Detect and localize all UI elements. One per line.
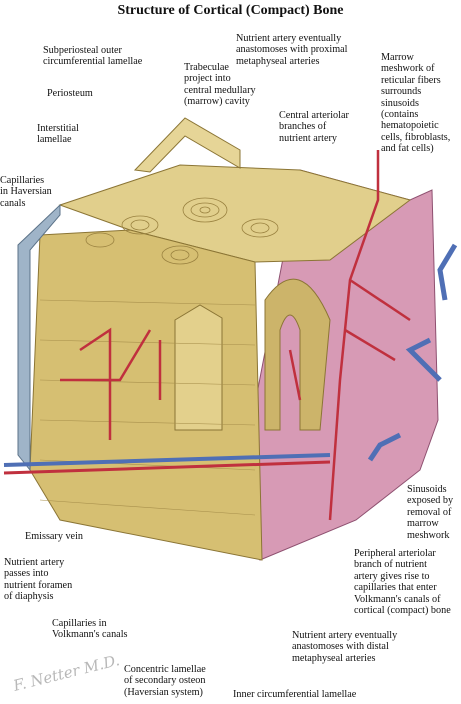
figure-title: Structure of Cortical (Compact) Bone <box>117 3 344 18</box>
periosteum-layer <box>17 203 61 472</box>
trabeculae <box>264 278 331 431</box>
nutrient-vessels <box>3 453 331 467</box>
label-sinusoids: Sinusoids exposed by removal of marrow m… <box>407 484 454 541</box>
label-peripheral-arteriolar: Peripheral arteriolar branch of nutrient… <box>354 548 451 617</box>
outer-lamellae-steps <box>133 117 241 173</box>
label-capillaries-haversian: Capillaries in Haversian canals <box>0 175 52 209</box>
label-concentric: Concentric lamellae of secondary osteon … <box>124 664 206 698</box>
nutrient-artery <box>3 460 331 475</box>
label-marrow-meshwork: Marrow meshwork of reticular fibers surr… <box>381 52 451 155</box>
label-nutrient-distal: Nutrient artery eventually anastomoses w… <box>292 630 398 664</box>
bone-front-face <box>29 229 263 561</box>
label-inner-circumferential: Inner circumferential lamellae <box>233 689 357 700</box>
osteon-column <box>174 304 223 431</box>
label-nutrient-foramen: Nutrient artery passes into nutrient for… <box>4 557 73 603</box>
label-interstitial: Interstitial lamellae <box>37 123 79 146</box>
label-trabeculae: Trabeculae project into central medullar… <box>184 62 256 108</box>
label-central-arteriolar: Central arteriolar branches of nutrient … <box>279 110 349 144</box>
osteon-circles <box>85 197 279 265</box>
label-nutrient-proximal: Nutrient artery eventually anastomoses w… <box>236 33 348 67</box>
label-capillaries-volkmann: Capillaries in Volkmann's canals <box>52 618 128 641</box>
label-subperiosteal: Subperiosteal outer circumferential lame… <box>43 45 143 68</box>
label-emissary-vein: Emissary vein <box>25 531 84 542</box>
label-periosteum: Periosteum <box>47 88 93 99</box>
arteries <box>60 150 411 521</box>
sinusoid-veins <box>367 243 458 462</box>
